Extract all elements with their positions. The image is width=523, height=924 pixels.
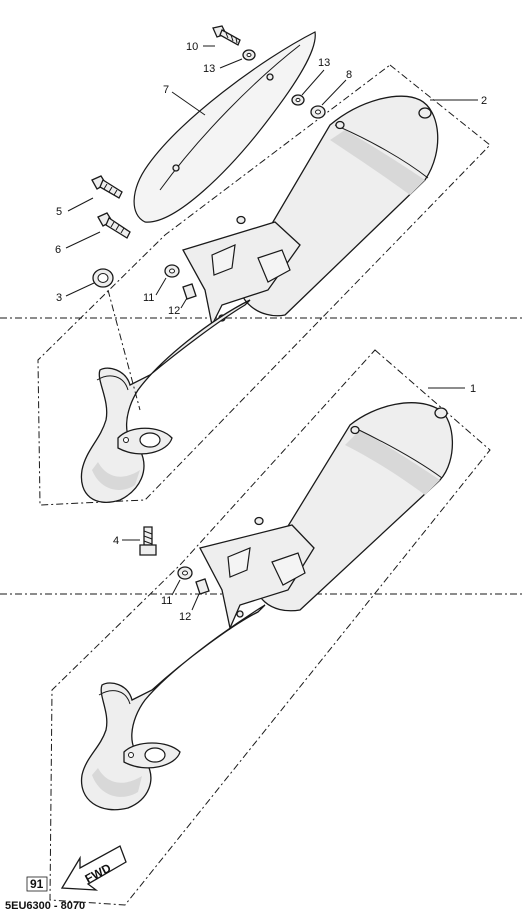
fwd-arrow: FWD bbox=[60, 845, 127, 891]
leader-11-upper bbox=[155, 277, 167, 296]
callout-6: 6 bbox=[55, 244, 61, 256]
leader-12-lower bbox=[191, 593, 200, 611]
leader-13-right bbox=[301, 69, 325, 96]
heat-shield bbox=[133, 31, 316, 223]
leader-12-upper bbox=[180, 297, 188, 309]
assembly-1-boundary bbox=[49, 349, 491, 906]
bolt-4 bbox=[139, 526, 157, 556]
leader-8 bbox=[321, 79, 347, 106]
muffler-1 bbox=[80, 402, 454, 811]
dash-gasket-to-pipe bbox=[107, 289, 141, 411]
callout-8: 8 bbox=[346, 69, 352, 81]
bolt-10 bbox=[212, 25, 241, 46]
leader-7 bbox=[171, 91, 206, 116]
washer-13-left bbox=[242, 49, 256, 61]
leader-11-lower bbox=[171, 579, 181, 596]
callout-4: 4 bbox=[113, 535, 119, 547]
callout-3: 3 bbox=[56, 292, 62, 304]
collar-11-lower bbox=[177, 566, 193, 580]
bolt-6 bbox=[97, 212, 131, 239]
assembly-2-boundary bbox=[37, 64, 491, 506]
callout-2: 2 bbox=[481, 95, 487, 107]
callout-12-lower: 12 bbox=[179, 611, 191, 623]
page-mark-box bbox=[26, 876, 48, 892]
callout-12-upper: 12 bbox=[168, 305, 180, 317]
muffler-2 bbox=[80, 95, 439, 503]
callout-10: 10 bbox=[186, 41, 198, 53]
part-code: 5EU6300 - 8070 bbox=[5, 900, 85, 912]
bolt-5 bbox=[91, 175, 123, 199]
gasket-3 bbox=[92, 268, 114, 288]
callout-7: 7 bbox=[163, 84, 169, 96]
collar-8 bbox=[310, 105, 326, 119]
callout-1: 1 bbox=[470, 383, 476, 395]
bolt-12-upper bbox=[182, 283, 197, 300]
leader-5 bbox=[67, 197, 94, 212]
bolt-12-lower bbox=[195, 578, 210, 595]
leader-13-left bbox=[219, 58, 243, 69]
callout-11-upper: 11 bbox=[143, 292, 154, 304]
leader-3 bbox=[65, 282, 95, 297]
fwd-arrow-icon bbox=[60, 845, 127, 891]
callout-13-right: 13 bbox=[318, 57, 330, 69]
callout-11-lower: 11 bbox=[161, 595, 172, 607]
collar-11-upper bbox=[164, 264, 180, 278]
washer-13-right bbox=[291, 94, 305, 106]
page-mark: 91 bbox=[30, 877, 44, 891]
callout-13-left: 13 bbox=[203, 63, 215, 75]
leader-6 bbox=[65, 231, 101, 249]
callout-5: 5 bbox=[56, 206, 62, 218]
